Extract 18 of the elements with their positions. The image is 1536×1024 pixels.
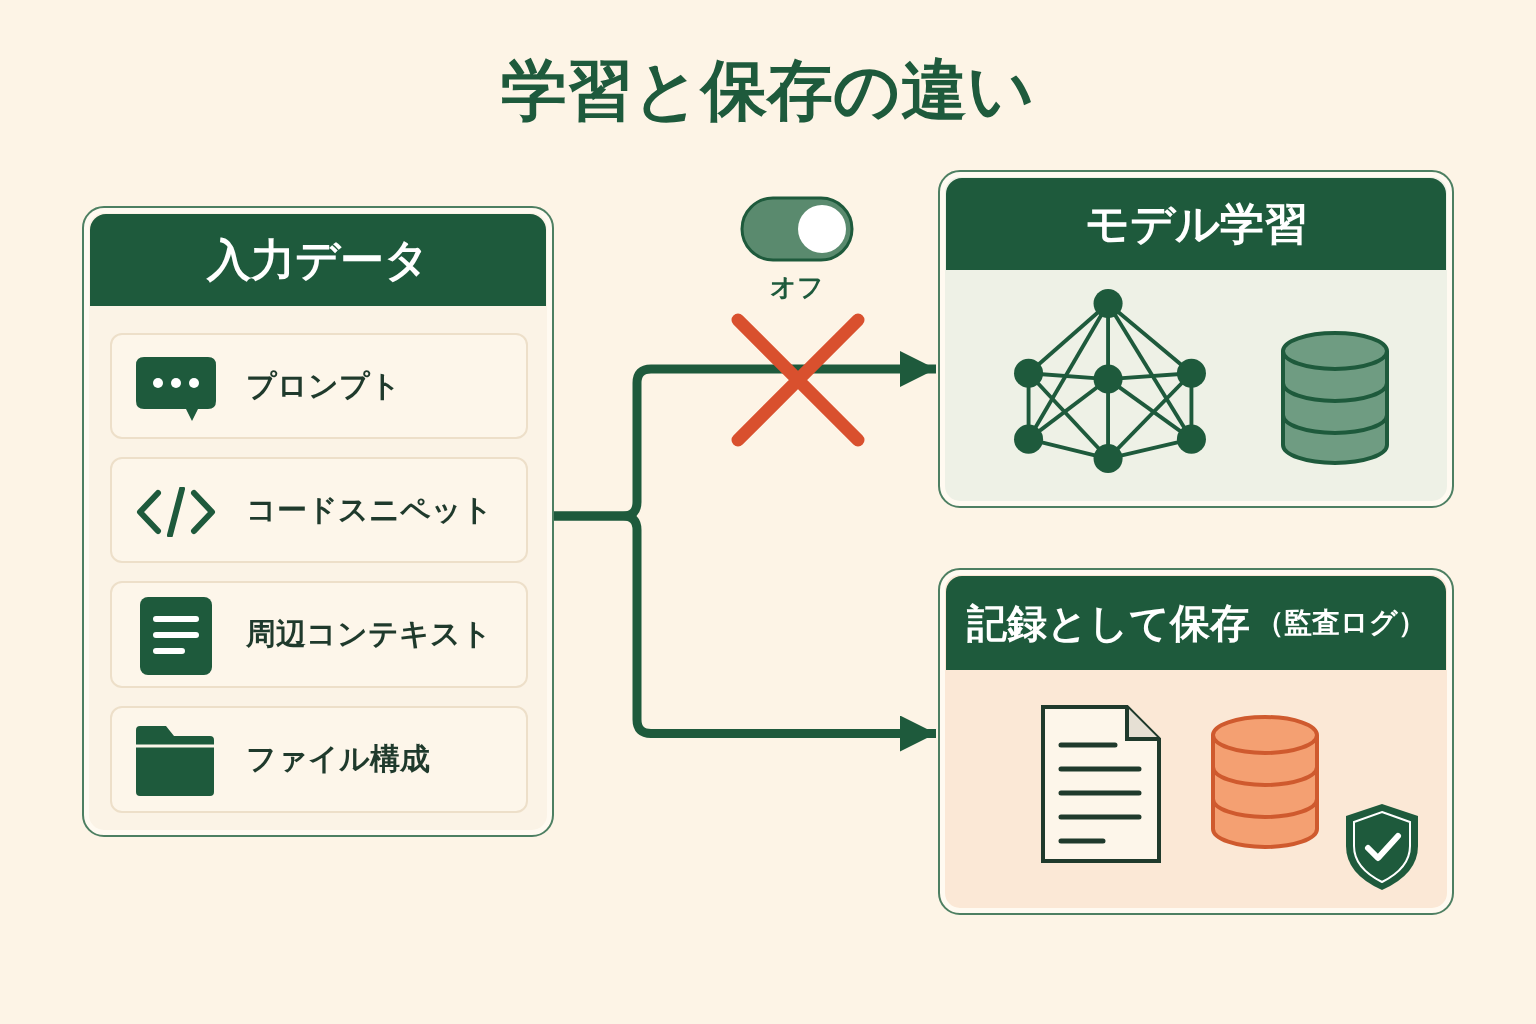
toggle-label: オフ: [770, 271, 824, 304]
input-item-card: [110, 333, 528, 439]
section-panel: [938, 568, 1454, 915]
input-item-card: [110, 706, 528, 813]
panel-title: （監査ログ）: [1255, 605, 1426, 641]
item-label: 周辺コンテキスト: [246, 615, 492, 653]
diagram-title: 学習と保存の違い: [500, 51, 1036, 131]
panel-title: 記録として保存: [966, 598, 1250, 648]
input-item-card: [110, 457, 528, 563]
section-panel: [82, 206, 554, 837]
panel-title: モデル学習: [1084, 196, 1308, 251]
panel-title: 入力データ: [207, 232, 429, 287]
section-panel: [938, 170, 1454, 508]
input-item-card: [110, 581, 528, 688]
item-label: ファイル構成: [246, 740, 430, 778]
item-label: プロンプト: [246, 366, 401, 405]
arrow: [554, 511, 936, 752]
item-label: コードスニペット: [246, 490, 493, 529]
